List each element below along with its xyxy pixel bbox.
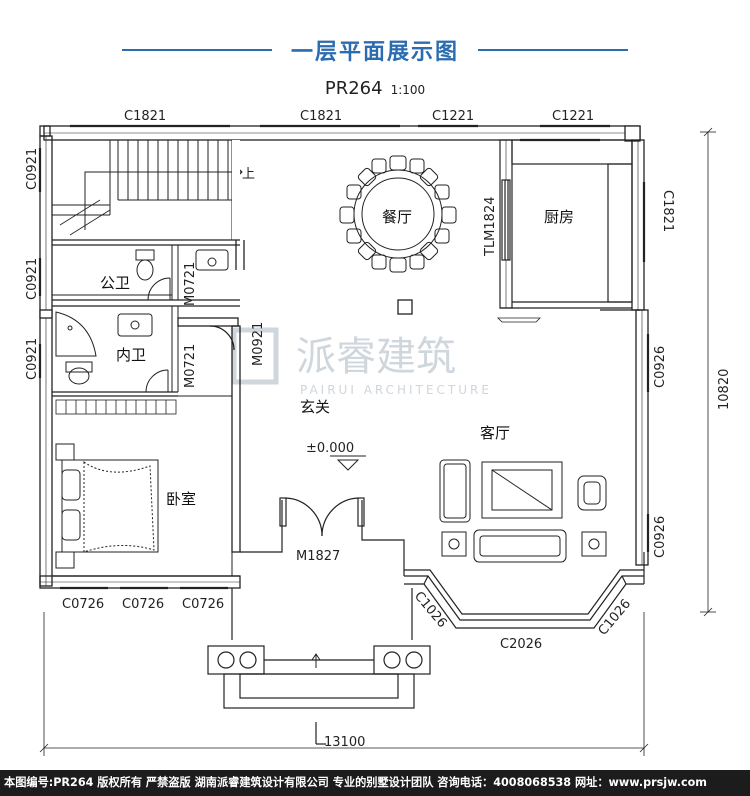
window-label-top-1: C1821 <box>124 109 166 124</box>
dimension-height: 10820 <box>717 369 732 410</box>
entrance <box>231 497 413 640</box>
side-table-left-icon <box>441 531 467 557</box>
window-label-bay-front: C2026 <box>500 637 542 652</box>
window-label-left-1: C0921 <box>25 148 40 190</box>
window-label-top-2: C1821 <box>300 109 342 124</box>
watermark-en: PAIRUI ARCHITECTURE <box>300 383 492 397</box>
public-bath-toilet-icon <box>135 249 155 261</box>
plan-subtitle: PR264 1:100 <box>0 78 750 99</box>
room-labels: 餐厅 厨房 公卫 内卫 玄关 客厅 卧室 上 <box>100 167 574 508</box>
living-furniture <box>439 459 607 563</box>
dimension-lines <box>39 127 716 756</box>
room-kitchen: 厨房 <box>544 208 574 226</box>
floor-plan: 派睿建筑 PAIRUI ARCHITECTURE <box>25 109 732 756</box>
door-label-m0721-b: M0721 <box>183 344 198 388</box>
room-foyer: 玄关 <box>300 398 330 416</box>
wardrobe-icon <box>55 399 177 415</box>
title-right-line <box>478 49 628 51</box>
window-label-left-2: C0921 <box>25 258 40 300</box>
watermark-logo-icon <box>231 327 279 385</box>
footer-bar: 本图编号:PR264 版权所有 严禁盗版 湖南派睿建筑设计有限公司 专业的别墅设… <box>0 770 750 796</box>
window-label-bay-left: C1026 <box>411 589 450 631</box>
room-living: 客厅 <box>480 424 510 442</box>
inner-bath-sink-icon <box>117 313 153 337</box>
bay-window <box>404 552 645 629</box>
plan-code: PR264 <box>324 78 383 99</box>
door-label-main: M1827 <box>296 549 340 564</box>
bedroom <box>51 395 233 577</box>
room-bedroom: 卧室 <box>166 490 196 508</box>
title-left-line <box>122 49 272 51</box>
window-labels: C1821 C1821 C1221 C1221 C0921 C0921 C092… <box>25 109 675 652</box>
sofa-left-icon <box>439 459 471 523</box>
watermark-cn: 派睿建筑 <box>296 334 456 380</box>
dimension-width: 13100 <box>324 735 365 750</box>
sofa-bottom-icon <box>473 529 567 563</box>
watermark: 派睿建筑 PAIRUI ARCHITECTURE <box>231 327 492 397</box>
kitchen <box>499 138 633 309</box>
staircase <box>51 139 243 241</box>
elevation-label: ±0.000 <box>306 441 354 456</box>
public-bath-sink-icon <box>195 249 229 271</box>
window-label-bottom-1: C0726 <box>62 597 104 612</box>
public-bath <box>51 244 229 301</box>
shower-icon <box>55 311 97 357</box>
dining-table <box>339 155 457 273</box>
plan-scale: 1:100 <box>390 83 426 97</box>
window-label-right-3: C0926 <box>653 516 668 558</box>
window-label-right-2: C0926 <box>653 346 668 388</box>
window-label-bottom-3: C0726 <box>182 597 224 612</box>
bed-icon <box>55 443 159 569</box>
room-public-bath: 公卫 <box>100 274 130 292</box>
inner-bath <box>51 305 179 393</box>
stairs-up-label: 上 <box>242 167 255 182</box>
porch <box>207 645 431 745</box>
door-labels: TLM1824 M0721 M0721 M0921 M1827 <box>183 197 498 564</box>
side-table-right-icon <box>581 531 607 557</box>
door-label-sliding: TLM1824 <box>483 197 498 257</box>
room-dining: 餐厅 <box>382 208 412 226</box>
column <box>397 299 413 315</box>
window-label-left-3: C0921 <box>25 338 40 380</box>
armchair-icon <box>577 475 607 511</box>
window-label-top-3: C1221 <box>432 109 474 124</box>
window-label-top-4: C1221 <box>552 109 594 124</box>
room-inner-bath: 内卫 <box>116 346 146 364</box>
coffee-table-icon <box>481 461 563 519</box>
window-label-right-1: C1821 <box>660 190 675 232</box>
window-label-bottom-2: C0726 <box>122 597 164 612</box>
door-label-m0921: M0921 <box>251 322 266 366</box>
inner-bath-toilet-icon <box>65 361 93 373</box>
door-label-m0721-a: M0721 <box>183 262 198 306</box>
page-title: 一层平面展示图 <box>290 40 459 65</box>
